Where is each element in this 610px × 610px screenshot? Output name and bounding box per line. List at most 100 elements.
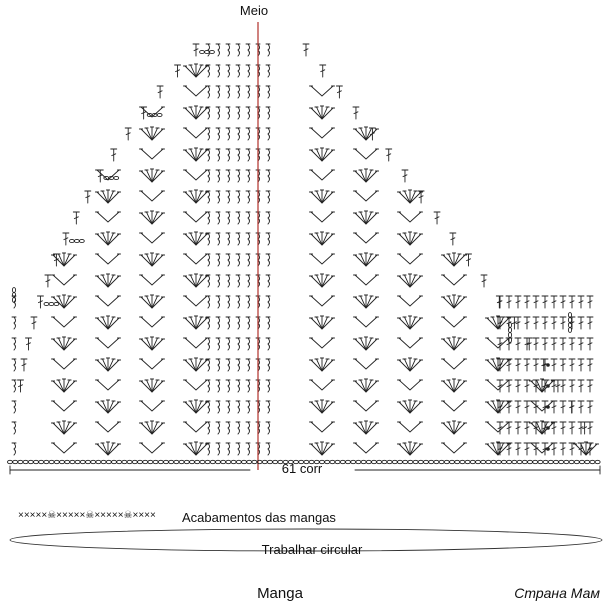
dc-stitch	[523, 421, 531, 435]
dc-stitch	[577, 421, 585, 435]
dc-stitch	[532, 400, 540, 414]
dc-stitch	[352, 106, 360, 120]
dc-stitch	[550, 379, 558, 393]
dc-stitch	[62, 232, 70, 246]
dc-stitch	[174, 64, 182, 78]
dc-stitch	[577, 358, 585, 372]
dc-stitch	[514, 379, 522, 393]
dc-stitch	[586, 421, 594, 435]
dc-stitch	[417, 190, 425, 204]
dc-stitch	[523, 316, 531, 330]
dc-stitch	[550, 400, 558, 414]
dc-stitch	[401, 169, 409, 183]
dc-stitch	[385, 148, 393, 162]
dc-stitch	[124, 127, 132, 141]
dc-stitch	[568, 442, 576, 456]
dc-stitch	[541, 337, 549, 351]
dc-stitch	[449, 232, 457, 246]
dc-stitch	[559, 421, 567, 435]
dc-stitch	[514, 358, 522, 372]
circular-work-ellipse	[9, 528, 603, 552]
finishing-stitches: ×××××☠×××××☠×××××☠××××	[18, 510, 156, 521]
dc-stitch	[72, 211, 80, 225]
dc-stitch	[156, 85, 164, 99]
dc-stitch	[52, 253, 60, 267]
dc-stitch	[368, 127, 376, 141]
dc-stitch	[541, 421, 549, 435]
dc-stitch	[505, 379, 513, 393]
dc-stitch	[496, 337, 504, 351]
dc-stitch	[550, 421, 558, 435]
dc-stitch	[84, 190, 92, 204]
dc-stitch	[559, 442, 567, 456]
dc-stitch	[577, 316, 585, 330]
dc-stitch	[496, 295, 504, 309]
dc-stitch	[532, 421, 540, 435]
dc-stitch	[550, 337, 558, 351]
dc-stitch	[514, 337, 522, 351]
dc-stitch	[541, 442, 549, 456]
dc-stitch	[192, 43, 200, 57]
dc-stitch	[568, 337, 576, 351]
dc-stitch	[319, 64, 327, 78]
dc-stitch	[577, 295, 585, 309]
dc-stitch	[17, 379, 24, 393]
dc-stitch	[514, 400, 522, 414]
diagram-title: Manga	[257, 585, 304, 602]
dc-stitch	[335, 85, 343, 99]
dc-stitch	[523, 442, 531, 456]
dc-stitch	[541, 379, 549, 393]
dc-stitch	[523, 358, 531, 372]
dc-stitch	[523, 295, 531, 309]
dc-stitch	[581, 421, 589, 435]
dc-stitch	[586, 400, 594, 414]
dc-stitch	[532, 295, 540, 309]
dc-stitch	[96, 169, 104, 183]
center-label: Meio	[240, 3, 268, 18]
dc-stitch	[550, 358, 558, 372]
foundation-chain-row	[7, 459, 601, 475]
dc-stitch	[496, 442, 504, 456]
dc-stitch	[559, 337, 567, 351]
dc-stitch	[568, 421, 576, 435]
dc-stitch	[586, 316, 594, 330]
dc-stitch	[505, 358, 513, 372]
finishing-label: Acabamentos das mangas	[182, 510, 336, 525]
dc-stitch	[541, 358, 549, 372]
dc-stitch	[554, 379, 562, 393]
dc-stitch	[586, 295, 594, 309]
dc-stitch	[550, 316, 558, 330]
dc-stitch	[496, 400, 504, 414]
dc-stitch	[577, 379, 585, 393]
dc-stitch	[465, 253, 472, 267]
dc-stitch	[559, 379, 567, 393]
dc-stitch	[568, 295, 576, 309]
dc-stitch	[568, 379, 576, 393]
dc-stitch	[514, 421, 522, 435]
dc-stitch	[541, 400, 549, 414]
dc-stitch	[523, 337, 531, 351]
dc-stitch	[550, 442, 558, 456]
dc-stitch	[30, 316, 38, 330]
watermark-logo: Страна Мам	[514, 585, 600, 601]
dc-stitch	[541, 295, 549, 309]
dc-stitch	[532, 379, 540, 393]
dc-stitch	[532, 337, 540, 351]
dc-stitch	[559, 316, 567, 330]
dc-stitch	[433, 211, 441, 225]
dc-stitch	[36, 295, 44, 309]
dc-stitch	[505, 442, 513, 456]
dc-stitch	[532, 316, 540, 330]
dc-stitch	[25, 337, 32, 351]
dc-stitch	[559, 400, 567, 414]
dc-stitch	[568, 400, 576, 414]
chain-count-label: 61 corr	[282, 461, 323, 476]
dc-stitch	[514, 316, 522, 330]
dc-stitch	[496, 421, 504, 435]
dc-stitch	[480, 274, 488, 288]
dc-stitch	[496, 316, 504, 330]
dc-stitch	[559, 295, 567, 309]
dc-stitch	[302, 43, 310, 57]
dc-stitch	[505, 400, 513, 414]
